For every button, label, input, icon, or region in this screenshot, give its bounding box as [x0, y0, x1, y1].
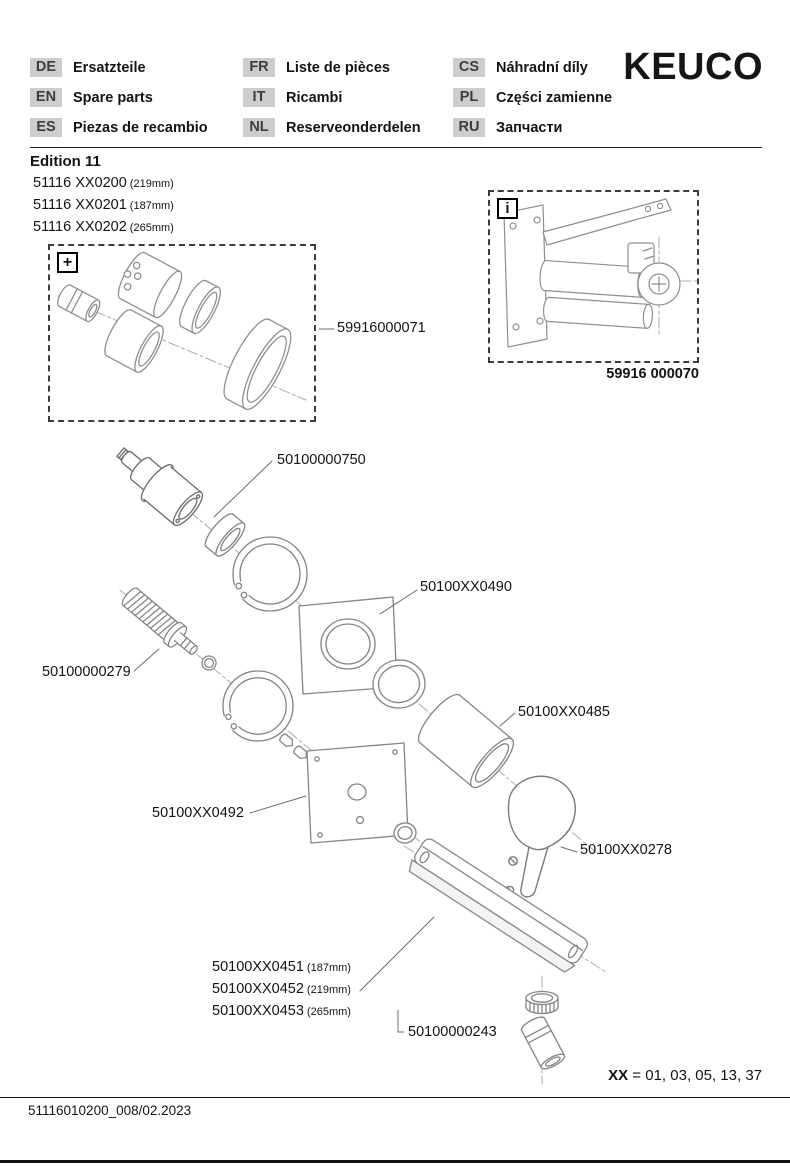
rough-in-unit-drawing: [503, 198, 681, 348]
spout-label: 50100XX0452(219mm): [212, 981, 351, 997]
language-label: Запчасти: [496, 119, 563, 136]
language-code-badge: FR: [243, 58, 275, 77]
language-code-badge: NL: [243, 118, 275, 137]
extension-set-box: +: [48, 244, 316, 422]
part-label-aerator: 50100000243: [408, 1024, 497, 1040]
language-pl: PL Części zamienne: [453, 87, 612, 108]
spout-drawing: [408, 838, 588, 973]
footer-divider: [0, 1097, 790, 1098]
language-label: Części zamienne: [496, 89, 613, 106]
language-code-badge: EN: [30, 88, 62, 107]
sleeve-drawing: [417, 693, 515, 789]
keuco-logo: KEUCO: [623, 46, 763, 88]
language-label: Ersatzteile: [73, 59, 146, 76]
language-es: ES Piezas de recambio: [30, 117, 208, 138]
mounting-nut-drawing: [204, 513, 246, 557]
part-label-sleeve: 50100XX0485: [518, 704, 610, 720]
language-it: IT Ricambi: [243, 87, 421, 108]
page-bottom-edge: [0, 1160, 790, 1163]
snap-ring-lower-drawing: [218, 670, 294, 742]
part-label-spindle: 50100000279: [42, 664, 131, 680]
language-code-badge: DE: [30, 58, 62, 77]
model-number: 51116 XX0202(265mm): [33, 219, 174, 235]
spindle-drawing: [121, 587, 198, 655]
language-code-badge: ES: [30, 118, 62, 137]
o-ring-large-drawing: [372, 659, 426, 709]
model-number: 51116 XX0200(219mm): [33, 175, 174, 191]
part-label-extension-set: 59916000071: [337, 320, 426, 336]
variant-values: = 01, 03, 05, 13, 37: [628, 1067, 762, 1084]
part-label-handle: 50100XX0278: [580, 842, 672, 858]
language-label: Náhradní díly: [496, 59, 588, 76]
o-ring-small-drawing: [201, 655, 217, 671]
leader-lines: [133, 328, 578, 1033]
language-en: EN Spare parts: [30, 87, 208, 108]
main-exploded-drawing: [116, 447, 588, 1070]
o-ring-plate-drawing: [393, 822, 417, 844]
model-number-list: 51116 XX0200(219mm) 51116 XX0201(187mm) …: [33, 173, 174, 239]
language-label: Piezas de recambio: [73, 119, 208, 136]
part-label-escutcheon-upper: 50100XX0490: [420, 579, 512, 595]
variant-legend: XX = 01, 03, 05, 13, 37: [608, 1067, 762, 1084]
escutcheon-lower-drawing: [306, 742, 409, 844]
language-code-badge: PL: [453, 88, 485, 107]
handle-drawing: [505, 775, 576, 898]
model-number: 51116 XX0201(187mm): [33, 197, 174, 213]
language-label: Spare parts: [73, 89, 153, 106]
extension-set-drawing: [57, 251, 292, 411]
document-id: 51116010200_008/02.2023: [28, 1103, 192, 1118]
aerator-drawing: [520, 990, 566, 1070]
rough-in-part-number: 59916 000070: [606, 366, 699, 382]
language-label: Reserveonderdelen: [286, 119, 421, 136]
spout-label: 50100XX0451(187mm): [212, 959, 351, 975]
cartridge-drawing: [116, 447, 204, 527]
language-column-1: DE Ersatzteile EN Spare parts ES Piezas …: [30, 57, 208, 138]
plus-icon: +: [57, 252, 78, 273]
language-code-badge: IT: [243, 88, 275, 107]
language-ru: RU Запчасти: [453, 117, 612, 138]
header-divider: [30, 147, 762, 148]
part-label-spouts: 50100XX0451(187mm) 50100XX0452(219mm) 50…: [212, 957, 351, 1023]
spout-label: 50100XX0453(265mm): [212, 1003, 351, 1019]
language-code-badge: CS: [453, 58, 485, 77]
language-de: DE Ersatzteile: [30, 57, 208, 78]
language-fr: FR Liste de pièces: [243, 57, 421, 78]
language-column-2: FR Liste de pièces IT Ricambi NL Reserve…: [243, 57, 421, 138]
part-label-escutcheon-lower: 50100XX0492: [152, 805, 244, 821]
language-cs: CS Náhradní díly: [453, 57, 612, 78]
screws-drawing: [279, 733, 308, 760]
variant-placeholder: XX: [608, 1067, 629, 1084]
language-label: Ricambi: [286, 89, 343, 106]
series-title: Edition 11: [30, 153, 101, 170]
language-code-badge: RU: [453, 118, 485, 137]
info-icon: i: [497, 198, 518, 219]
snap-ring-upper-drawing: [228, 536, 308, 612]
language-nl: NL Reserveonderdelen: [243, 117, 421, 138]
language-label: Liste de pièces: [286, 59, 390, 76]
rough-in-info-box: i: [488, 190, 699, 363]
escutcheon-upper-drawing: [298, 596, 398, 695]
language-column-3: CS Náhradní díly PL Części zamienne RU З…: [453, 57, 612, 138]
part-label-cartridge: 50100000750: [277, 452, 366, 468]
